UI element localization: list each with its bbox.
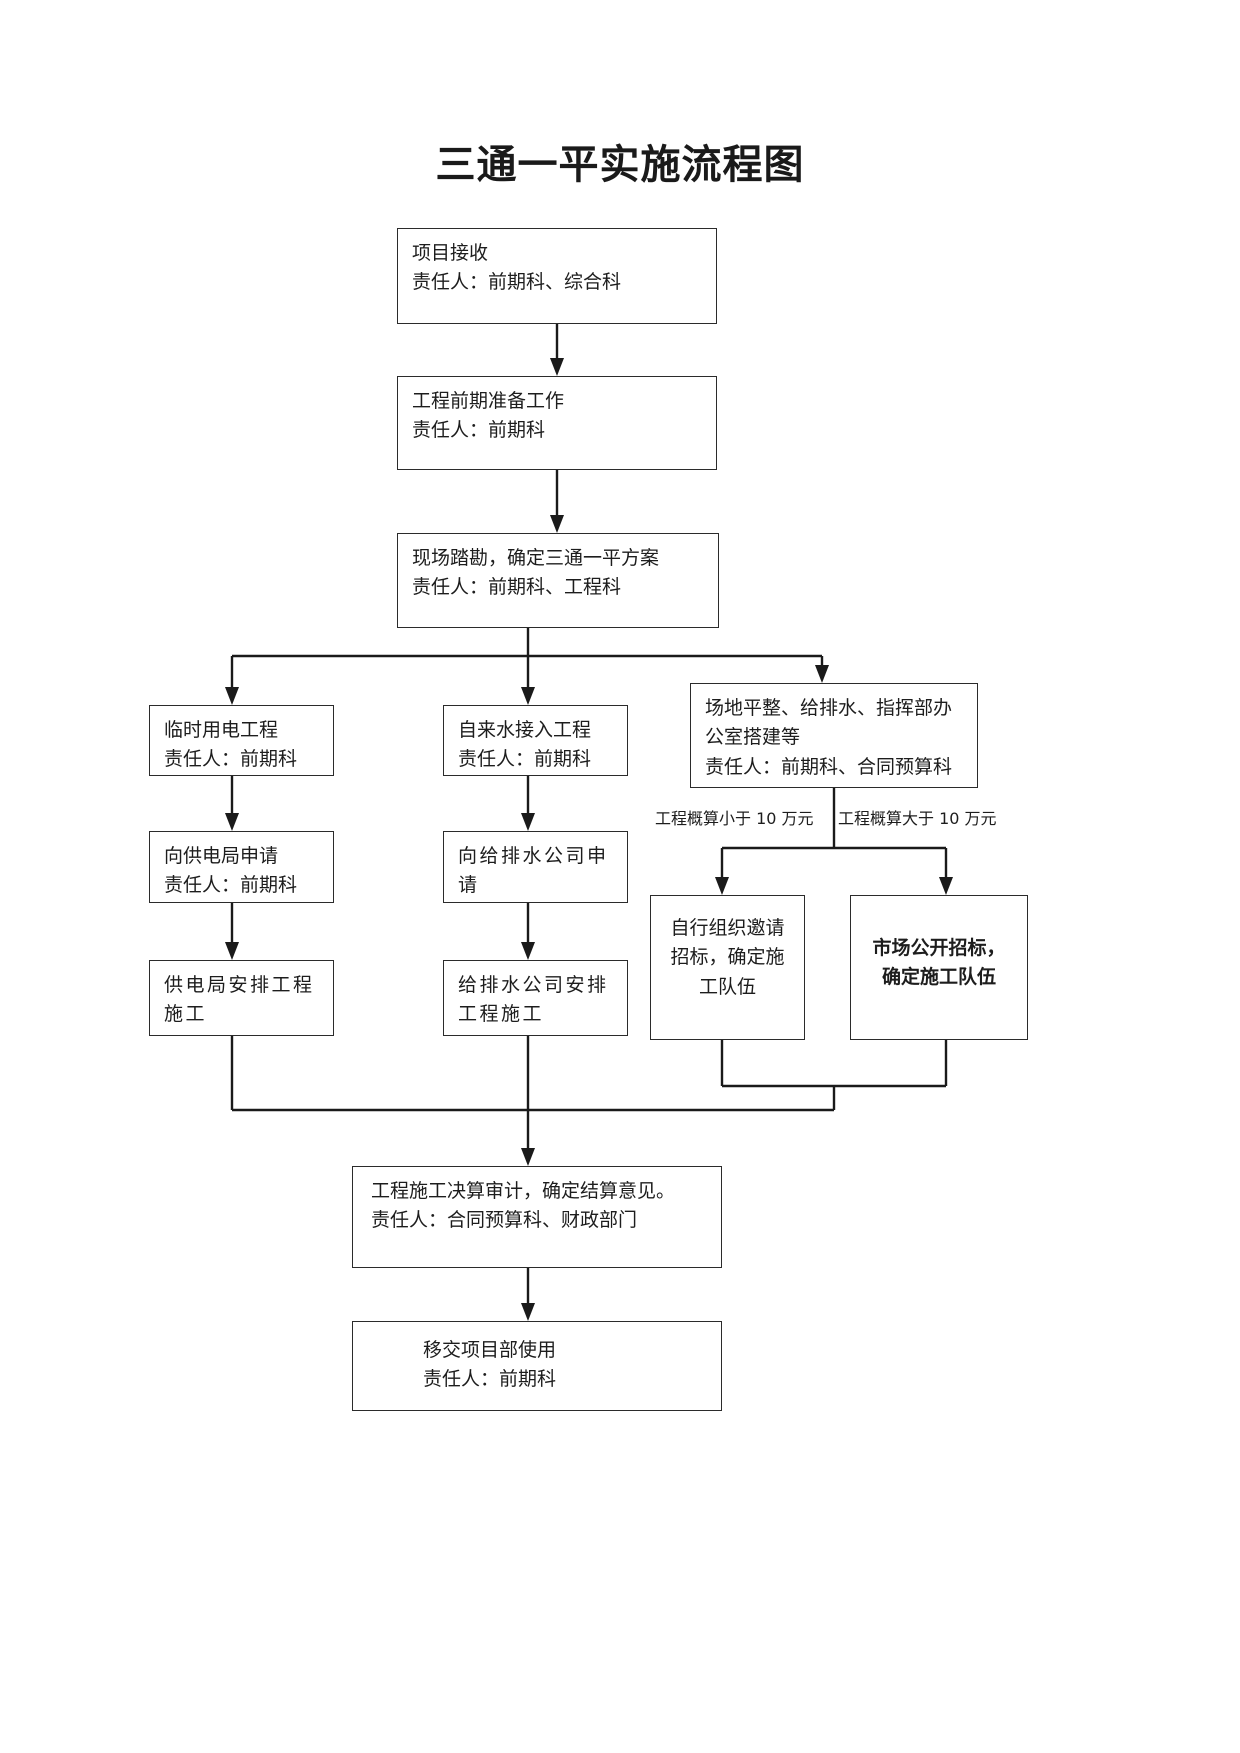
- node-line-2: 招标，确定施: [670, 946, 785, 969]
- node-apply-water-company[interactable]: 向给排水公司申 请: [443, 831, 628, 903]
- arrowhead-n3-n4: [225, 687, 239, 705]
- condition-label-budget-under-100k: 工程概算小于 10 万元: [655, 809, 814, 828]
- node-line-2: 责任人：前期科: [164, 874, 298, 897]
- node-line-1: 给排水公司安排: [458, 974, 609, 996]
- node-line-1: 场地平整、给排水、指挥部办: [705, 697, 953, 719]
- node-line-1: 项目接收: [412, 242, 489, 264]
- node-line-1: 供电局安排工程: [164, 974, 315, 996]
- node-line-2: 施工: [164, 1003, 208, 1026]
- arrowhead-n4-n7: [225, 813, 239, 831]
- node-line-2: 责任人：前期科、工程科: [412, 576, 622, 599]
- node-water-connection-works[interactable]: 自来水接入工程 责任人：前期科: [443, 705, 628, 776]
- arrowhead-merge-n13: [521, 1148, 535, 1166]
- arrowhead-n5-n8: [521, 813, 535, 831]
- node-power-bureau-construction[interactable]: 供电局安排工程 施工: [149, 960, 334, 1036]
- arrowhead-n6-n10: [939, 877, 953, 895]
- node-line-2: 责任人：合同预算科、财政部门: [371, 1209, 638, 1232]
- node-line-1: 向给排水公司申: [458, 845, 609, 867]
- arrowhead-n1-n2: [550, 358, 564, 376]
- arrowhead-n8-n12: [521, 942, 535, 960]
- node-water-company-construction[interactable]: 给排水公司安排 工程施工: [443, 960, 628, 1036]
- arrowhead-n2-n3: [550, 515, 564, 533]
- node-line-1: 市场公开招标，: [872, 937, 1006, 959]
- node-project-receipt[interactable]: 项目接收 责任人：前期科、综合科: [397, 228, 717, 324]
- node-line-1: 现场踏勘，确定三通一平方案: [412, 547, 660, 569]
- node-line-1: 临时用电工程: [164, 719, 279, 741]
- node-preliminary-preparation[interactable]: 工程前期准备工作 责任人：前期科: [397, 376, 717, 470]
- node-public-market-tender[interactable]: 市场公开招标， 确定施工队伍: [850, 895, 1028, 1040]
- node-line-2: 工程施工: [458, 1003, 545, 1026]
- node-line-2: 责任人：前期科: [458, 748, 592, 771]
- node-line-2: 责任人：前期科: [164, 748, 298, 771]
- node-line-3: 工队伍: [698, 975, 756, 998]
- node-temporary-power-works[interactable]: 临时用电工程 责任人：前期科: [149, 705, 334, 776]
- node-apply-power-bureau[interactable]: 向供电局申请 责任人：前期科: [149, 831, 334, 903]
- node-line-1: 工程施工决算审计，确定结算意见。: [371, 1180, 676, 1202]
- arrowhead-n6-n9: [715, 877, 729, 895]
- node-site-leveling-drainage-office[interactable]: 场地平整、给排水、指挥部办 公室搭建等 责任人：前期科、合同预算科: [690, 683, 978, 788]
- node-site-survey-scheme[interactable]: 现场踏勘，确定三通一平方案 责任人：前期科、工程科: [397, 533, 719, 628]
- node-line-3: 责任人：前期科、合同预算科: [705, 755, 953, 778]
- arrowhead-n3-n5: [521, 687, 535, 705]
- node-line-2: 请: [458, 874, 480, 897]
- arrowhead-n13-n14: [521, 1303, 535, 1321]
- node-line-1: 工程前期准备工作: [412, 390, 565, 412]
- node-line-1: 自行组织邀请: [670, 917, 785, 939]
- node-self-organized-invitation-tender[interactable]: 自行组织邀请 招标，确定施 工队伍: [650, 895, 805, 1040]
- node-line-2: 责任人：前期科: [423, 1368, 557, 1391]
- arrowhead-n7-n11: [225, 942, 239, 960]
- node-line-2: 责任人：前期科、综合科: [412, 271, 622, 294]
- arrowhead-n3-n6: [815, 665, 829, 683]
- node-handover-to-project-dept[interactable]: 移交项目部使用 责任人：前期科: [352, 1321, 722, 1411]
- node-line-1: 自来水接入工程: [458, 719, 592, 741]
- node-line-2: 确定施工队伍: [881, 966, 996, 989]
- node-line-2: 责任人：前期科: [412, 419, 546, 442]
- node-line-2: 公室搭建等: [705, 726, 801, 749]
- node-final-account-audit[interactable]: 工程施工决算审计，确定结算意见。 责任人：合同预算科、财政部门: [352, 1166, 722, 1268]
- node-line-1: 向供电局申请: [164, 845, 279, 867]
- condition-label-budget-over-100k: 工程概算大于 10 万元: [838, 809, 997, 828]
- page-title: 三通一平实施流程图: [435, 142, 805, 188]
- node-line-1: 移交项目部使用: [423, 1339, 557, 1361]
